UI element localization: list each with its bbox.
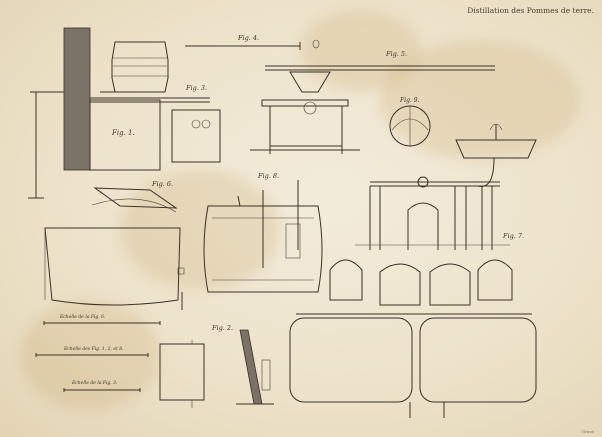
section — [239, 329, 263, 405]
basin — [455, 123, 537, 187]
fig6-label: Fig. 6. — [151, 180, 173, 188]
hopper — [289, 71, 331, 93]
fig1-label: Fig. 1. — [111, 129, 135, 137]
brick-wall — [63, 27, 91, 171]
figure-4: Fig. 4. — [185, 34, 320, 50]
box — [159, 343, 205, 401]
scale-fig6: Echelle de la Fig. 6. — [59, 314, 106, 320]
boiler-left — [289, 317, 413, 403]
pot-3 — [429, 263, 471, 306]
pot-1 — [329, 259, 363, 301]
fig9-label: Fig. 9. — [399, 97, 420, 104]
figure-2: Fig. 2. — [159, 324, 274, 408]
vat-body — [89, 99, 161, 171]
boiler-right — [419, 317, 537, 403]
hood — [93, 187, 178, 209]
fig8-label: Fig. 8. — [257, 172, 279, 180]
figure-8: Fig. 8. — [203, 172, 323, 293]
scale-fig3: Echelle de la Fig. 3. — [71, 380, 118, 386]
engraver-signature: Gravé — [581, 429, 594, 434]
fig4-label: Fig. 4. — [237, 34, 259, 42]
cask — [203, 205, 323, 293]
fig3-label: Fig. 3. — [185, 84, 207, 92]
scale-bars: Echelle de la Fig. 6. Echelle des Fig. 1… — [35, 314, 161, 392]
figure-7: Fig. 7. — [289, 176, 537, 418]
foxing-stain — [300, 10, 420, 90]
plate-title: Distillation des Pommes de terre. — [467, 6, 594, 15]
figure-5: Fig. 5. — [250, 50, 495, 154]
figure-1: Fig. 1. — [28, 27, 221, 199]
barrel — [111, 41, 169, 93]
figure-9: Fig. 9. — [389, 97, 431, 147]
tank — [171, 109, 221, 163]
scale-fig1-2-8: Echelle des Fig. 1, 2, et 8. — [63, 346, 124, 352]
fig7-label: Fig. 7. — [502, 232, 524, 240]
figure-6: Fig. 6. — [44, 180, 185, 310]
fig5-label: Fig. 5. — [385, 50, 407, 58]
pot-2 — [379, 263, 421, 306]
fig2-label: Fig. 2. — [211, 324, 233, 332]
tank-body — [44, 227, 181, 306]
pot-4 — [477, 259, 513, 301]
